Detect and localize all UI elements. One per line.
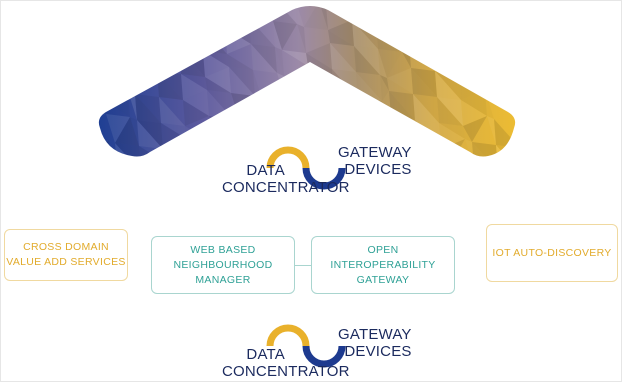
upper-gold-arc [266, 146, 310, 169]
iot-auto-discovery-box: IOT AUTO-DISCOVERY [486, 224, 618, 282]
lower-gateway-devices-text: GATEWAY DEVICES [338, 326, 412, 360]
lower-data-concentrator-label: DATA CONCENTRATOR [222, 346, 350, 380]
open-interoperability-gateway-label: OPEN INTEROPERABILITY GATEWAY [330, 243, 436, 286]
open-interoperability-gateway-box: OPEN INTEROPERABILITY GATEWAY [311, 236, 455, 294]
cross-domain-services-label: CROSS DOMAIN VALUE ADD SERVICES [6, 241, 126, 268]
upper-data-concentrator-text: DATA CONCENTRATOR [222, 162, 350, 196]
upper-gateway-devices-text: GATEWAY DEVICES [338, 144, 412, 178]
cross-domain-services-box: CROSS DOMAIN VALUE ADD SERVICES [4, 229, 128, 281]
upper-gateway-devices-label: GATEWAY DEVICES [338, 144, 412, 178]
box-connector-line [295, 265, 311, 267]
lower-navy-arc [302, 345, 346, 368]
lower-gold-arc [266, 324, 310, 347]
web-based-neighbourhood-manager-label: WEB BASED NEIGHBOURHOOD MANAGER [173, 243, 273, 286]
lower-gateway-devices-label: GATEWAY DEVICES [338, 326, 412, 360]
upper-data-concentrator-label: DATA CONCENTRATOR [222, 162, 350, 196]
web-based-neighbourhood-manager-box: WEB BASED NEIGHBOURHOOD MANAGER [151, 236, 295, 294]
lower-data-concentrator-text: DATA CONCENTRATOR [222, 346, 350, 380]
roof-chevron-graphic [98, 6, 516, 157]
iot-auto-discovery-label: IOT AUTO-DISCOVERY [492, 246, 612, 259]
upper-concentrator-gateway-icon [266, 146, 346, 190]
lower-concentrator-gateway-icon [266, 324, 346, 368]
upper-navy-arc [302, 167, 346, 190]
